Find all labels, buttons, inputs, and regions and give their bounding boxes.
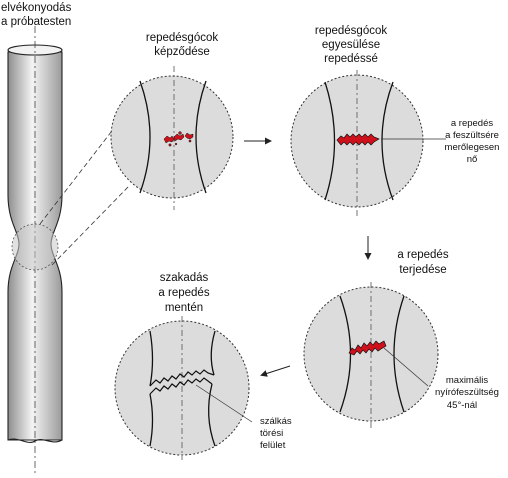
stage1-detail-circle	[110, 66, 234, 210]
stage1-title-line2: képződése	[154, 46, 210, 58]
crack-nuclei	[163, 131, 194, 147]
neck-highlight-circle	[11, 223, 59, 271]
perp-annotation-line1: a repedés	[451, 118, 494, 129]
stage1-title-line1: repedésgócok	[146, 32, 218, 44]
merged-crack	[336, 133, 380, 146]
fracture-annotation-line1: szálkás	[260, 416, 292, 427]
fracture-annotation-line3: felület	[260, 440, 286, 451]
fracture-surface-upper	[149, 369, 215, 387]
stage3-title-line1: a repedés	[397, 249, 448, 261]
shear-annotation-line1: maximális	[446, 375, 488, 386]
stage3-title-line2: terjedése	[399, 264, 446, 276]
stage2-title-line1: repedésgócok	[315, 25, 387, 37]
arrow-stage3-to-stage4	[260, 365, 291, 377]
specimen-label-line2: a próbatesten	[1, 16, 71, 28]
stage4-title-line3: mentén	[165, 302, 203, 314]
shear-annotation-line3: 45°-nál	[447, 400, 477, 411]
propagating-crack	[348, 340, 387, 356]
stage4-title-line1: szakadás	[160, 272, 209, 284]
perp-annotation-line3: merőlegesen	[445, 142, 500, 153]
stage2-title-line2: egyesülése	[322, 39, 380, 51]
stage2-title-line3: repedéssé	[324, 53, 378, 65]
perp-annotation-line4: nő	[467, 154, 478, 165]
perp-annotation-line2: a feszültsére	[445, 130, 499, 141]
stage3-detail-circle	[303, 282, 439, 428]
shear-annotation-line2: nyírófeszültség	[435, 387, 499, 398]
stage4-detail-circle	[114, 316, 253, 460]
fracture-annotation-line2: törési	[260, 428, 283, 439]
stage4-title-line2: a repedés	[158, 287, 209, 299]
fracture-surface-lower	[149, 377, 213, 395]
specimen-label-line1: elvékonyodás	[1, 2, 72, 14]
stage2-detail-circle	[290, 70, 446, 216]
